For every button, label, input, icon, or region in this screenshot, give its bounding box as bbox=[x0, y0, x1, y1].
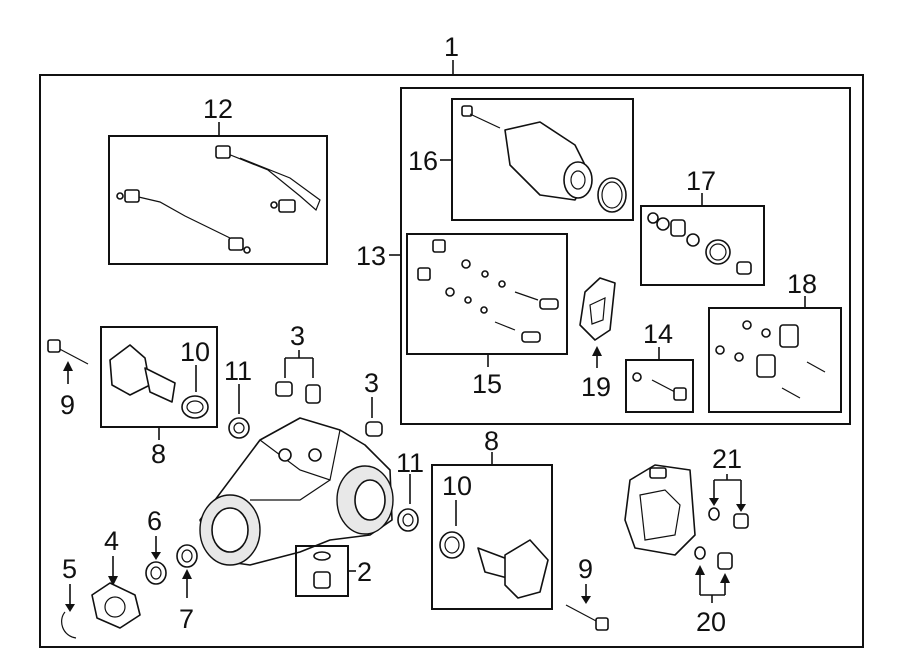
callout-5: 5 bbox=[62, 554, 77, 584]
callout-11-right: 11 bbox=[396, 448, 424, 478]
callout-10-left: 10 bbox=[180, 337, 210, 367]
callout-8-left: 8 bbox=[151, 439, 166, 469]
callout-12: 12 bbox=[203, 94, 233, 124]
callout-9-right: 9 bbox=[578, 554, 593, 584]
callout-10-right: 10 bbox=[442, 471, 472, 501]
seal-kit-17-group: 17 bbox=[640, 166, 765, 286]
callout-20: 20 bbox=[696, 607, 726, 637]
actuator-motor-group: 16 bbox=[408, 98, 634, 221]
vent-hose-group: 12 bbox=[108, 94, 328, 265]
callout-2: 2 bbox=[357, 557, 372, 587]
callout-16: 16 bbox=[408, 146, 438, 176]
callout-7: 7 bbox=[179, 604, 194, 634]
flange-8-left-group: 8 10 bbox=[100, 326, 218, 469]
callout-21: 21 bbox=[712, 444, 742, 474]
callout-13: 13 bbox=[356, 241, 386, 271]
control-unit bbox=[624, 464, 696, 556]
callout-6: 6 bbox=[147, 506, 162, 536]
differential-housing bbox=[199, 417, 394, 566]
solenoid-kit-18-group: 18 bbox=[708, 269, 842, 413]
bolt-9-left: 9 bbox=[47, 339, 89, 420]
callout-11-left: 11 bbox=[224, 356, 252, 386]
sensor-21-group: 21 bbox=[708, 444, 749, 529]
drain-plug-2-group: 2 bbox=[295, 545, 372, 597]
bolt-kit-15-group: 15 bbox=[406, 233, 568, 399]
bolt-9-right: 9 bbox=[565, 554, 609, 631]
callout-14: 14 bbox=[643, 319, 673, 349]
seal-11-left: 11 bbox=[224, 356, 252, 439]
callout-3-top: 3 bbox=[290, 321, 305, 351]
callout-18: 18 bbox=[787, 269, 817, 299]
callout-9-left: 9 bbox=[60, 390, 75, 420]
control-module-19: 19 bbox=[579, 277, 616, 402]
callout-19: 19 bbox=[581, 372, 611, 402]
callout-3-right: 3 bbox=[364, 368, 379, 398]
callout-17: 17 bbox=[686, 166, 716, 196]
callout-15: 15 bbox=[472, 369, 502, 399]
callout-1: 1 bbox=[444, 32, 459, 62]
callout-4: 4 bbox=[104, 526, 119, 556]
bolt-14-group: 14 bbox=[625, 319, 694, 413]
flange-8-right-group: 8 10 bbox=[431, 426, 553, 610]
seal-11-right: 11 bbox=[396, 448, 424, 532]
callout-8-right: 8 bbox=[484, 426, 499, 456]
assembly-frame bbox=[39, 74, 864, 648]
sensor-20-group: 20 bbox=[694, 546, 733, 637]
plugs-3-group: 3 3 bbox=[275, 321, 383, 437]
pinion-parts-group: 4 5 6 7 bbox=[61, 506, 198, 639]
kit-13-box bbox=[400, 87, 851, 425]
